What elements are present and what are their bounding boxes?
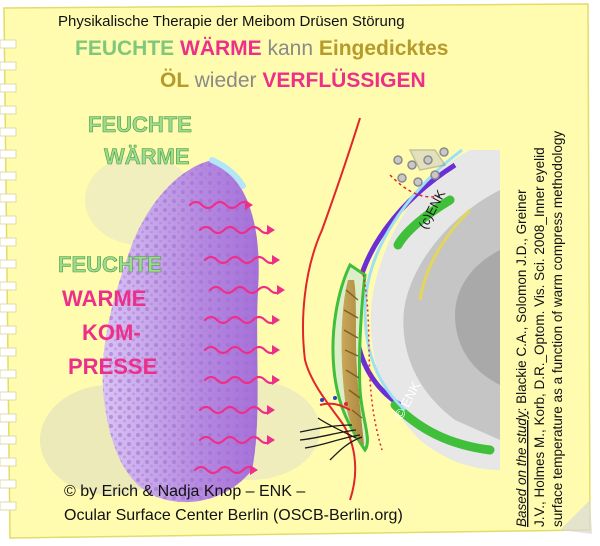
citation-line1: Based on the study: Blackie C.A., Solomo… <box>514 189 529 527</box>
header-line2-part: WÄRME <box>180 37 268 60</box>
label-waerme-top: WÄRME <box>104 144 190 169</box>
eye-globe <box>352 147 500 470</box>
header-line3-part: ÖL <box>160 69 195 92</box>
header-line2-part: Eingedicktes <box>319 37 449 60</box>
warm-compress <box>102 157 259 503</box>
citation-line3: surface temperature as a function of war… <box>550 131 565 527</box>
citation-line2: J.V., Holmes M., Korb, D.R._Optom. Vis. … <box>532 147 547 527</box>
credit-line1: © by Erich & Nadja Knop – ENK – <box>64 483 305 500</box>
citation-line1-rest: : Blackie C.A., Solomon J.D., Greiner <box>514 189 529 412</box>
header-line3-part: VERFLÜSSIGEN <box>262 69 425 92</box>
nerve-bundle <box>299 417 363 461</box>
label-feuchte-top: FEUCHTE <box>88 112 192 137</box>
heat-arrowheads <box>245 200 285 475</box>
header-line3-part: wieder <box>194 69 263 92</box>
header-line3: ÖL wieder VERFLÜSSIGEN <box>160 69 426 92</box>
skin-line <box>302 117 361 501</box>
label-warme: WARME <box>62 286 146 311</box>
study-citation: Based on the study: Blackie C.A., Solomo… <box>514 131 565 527</box>
label-presse: PRESSE <box>68 354 157 379</box>
header-line2-part: kann <box>268 37 319 60</box>
binding-notches <box>0 39 17 511</box>
vessel-dots <box>319 396 351 411</box>
page-fold <box>560 500 592 534</box>
label-kom: KOM- <box>82 320 141 345</box>
citation-label: Based on the study <box>514 410 529 527</box>
header-line1: Physikalische Therapie der Meibom Drüsen… <box>58 13 405 30</box>
label-feuchte-mid: FEUCHTE <box>58 252 162 277</box>
heat-arrows <box>188 200 284 475</box>
header-line2-part: FEUCHTE <box>75 37 180 60</box>
credit-line2: Ocular Surface Center Berlin (OSCB-Berli… <box>64 507 403 524</box>
header-line2: FEUCHTE WÄRME kann Eingedicktes <box>75 37 448 60</box>
